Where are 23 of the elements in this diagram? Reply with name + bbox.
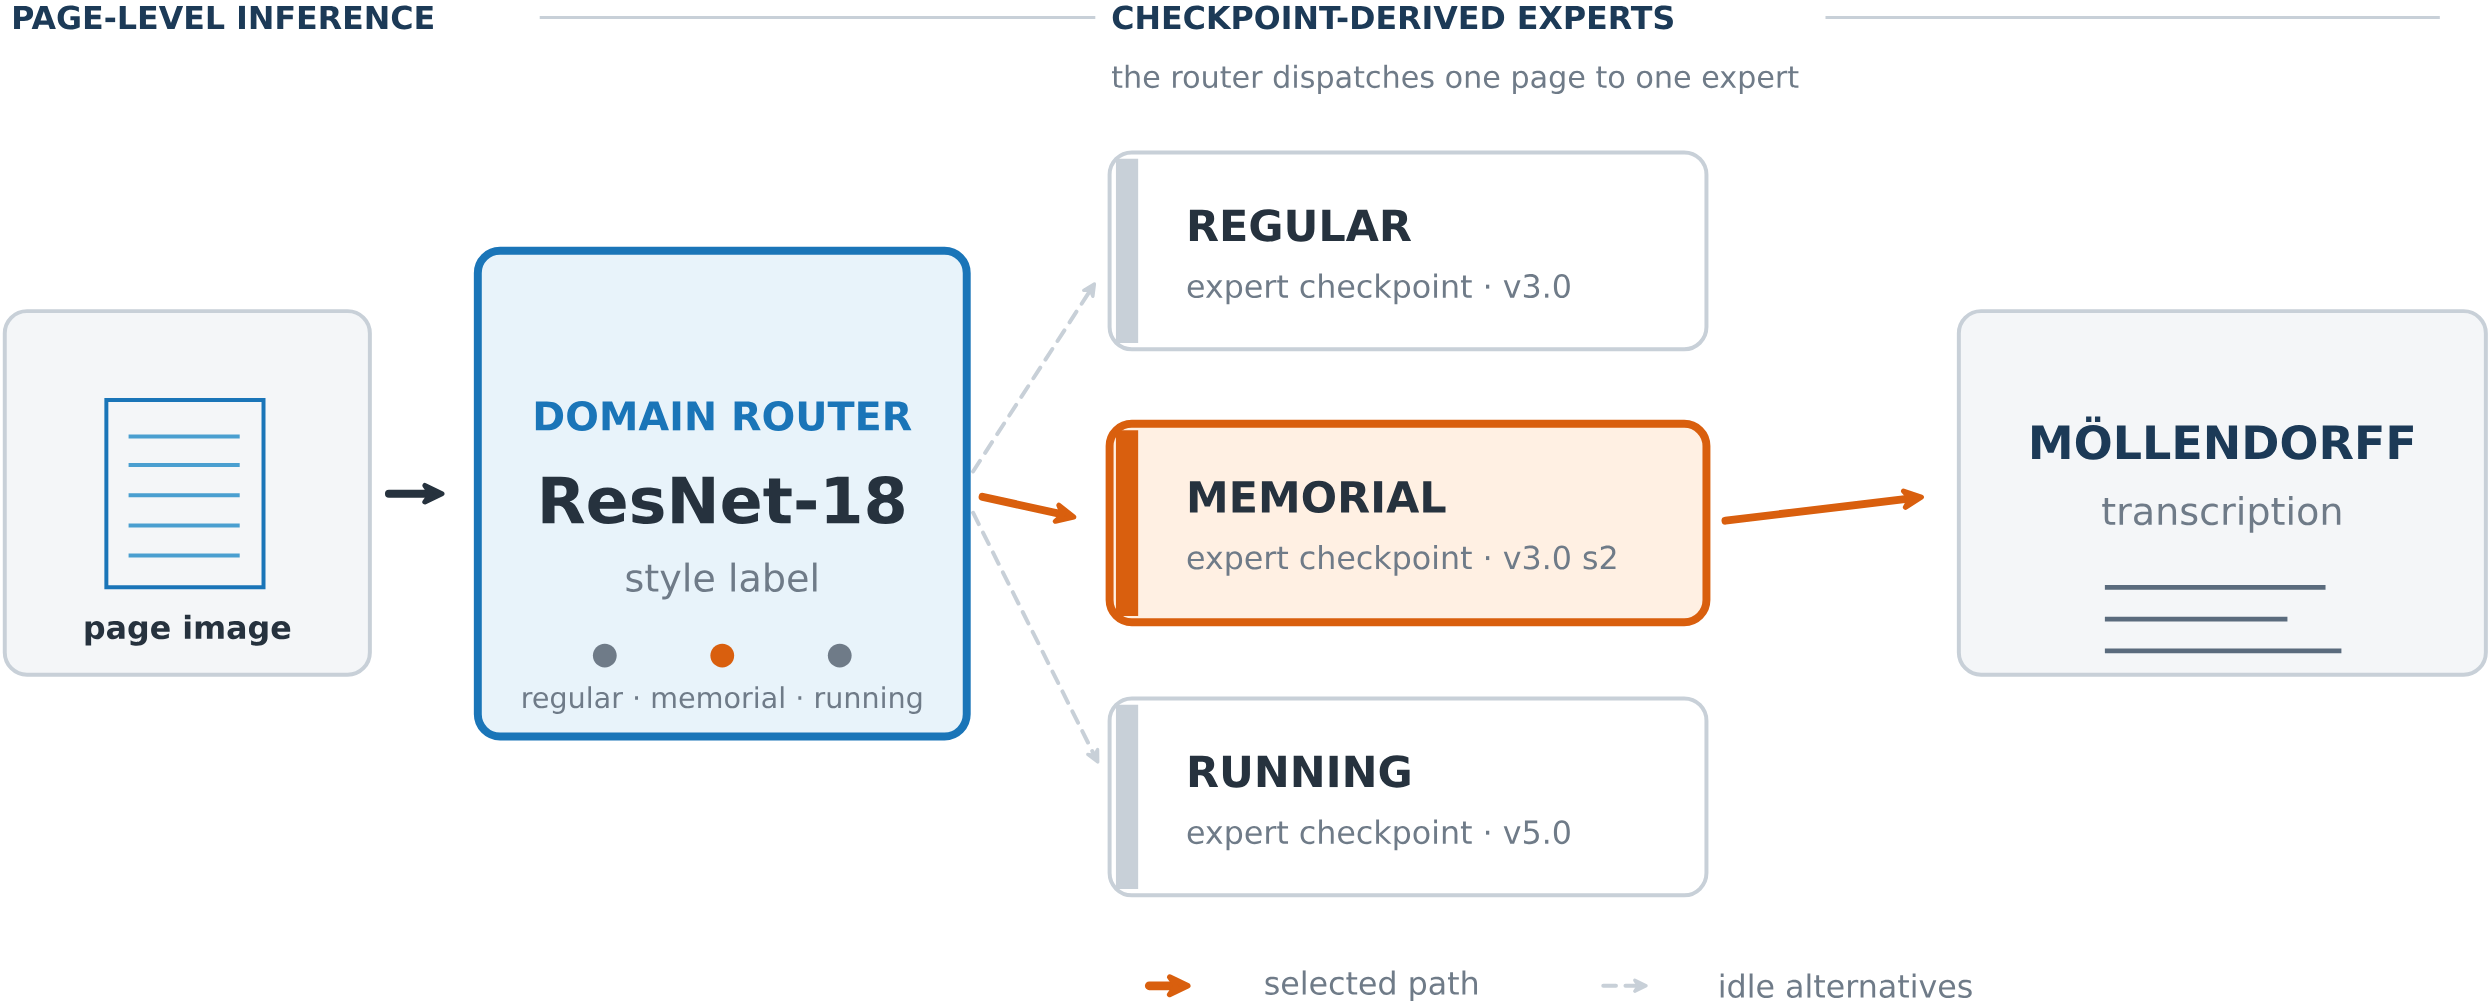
arrow: [1721, 488, 1924, 525]
box-subtitle: expert checkpoint · v3.0: [1187, 273, 1570, 305]
box-subtitle: style label: [626, 562, 817, 600]
node-label: page image: [85, 614, 291, 646]
section-heading: CHECKPOINT-DERIVED EXPERTS: [1108, 5, 1679, 30]
box-subtitle: expert checkpoint · v3.0 s2: [1187, 544, 1616, 576]
model-name: ResNet-18: [542, 475, 904, 524]
subtitle: the router dispatches one page to one expert: [1108, 64, 1803, 94]
box-heading: DOMAIN ROUTER: [535, 400, 912, 431]
arrow: [384, 482, 445, 505]
class-labels: regular · memorial · running: [523, 686, 922, 714]
arrow: [978, 492, 1077, 524]
box-subtitle: expert checkpoint · v5.0: [1187, 819, 1570, 851]
legend-label: selected path: [1265, 970, 1477, 1001]
box-heading: RUNNING: [1189, 755, 1410, 788]
box-heading: MÖLLENDORFF: [2032, 416, 2413, 460]
box-subtitle: transcription: [2102, 495, 2341, 533]
legend-label: idle alternatives: [1720, 973, 1972, 998]
box-heading: REGULAR: [1189, 209, 1412, 242]
arrow: [971, 282, 1097, 474]
section-heading: PAGE-LEVEL INFERENCE: [8, 5, 439, 30]
arrow: [971, 510, 1100, 764]
box-heading: MEMORIAL: [1189, 480, 1446, 513]
